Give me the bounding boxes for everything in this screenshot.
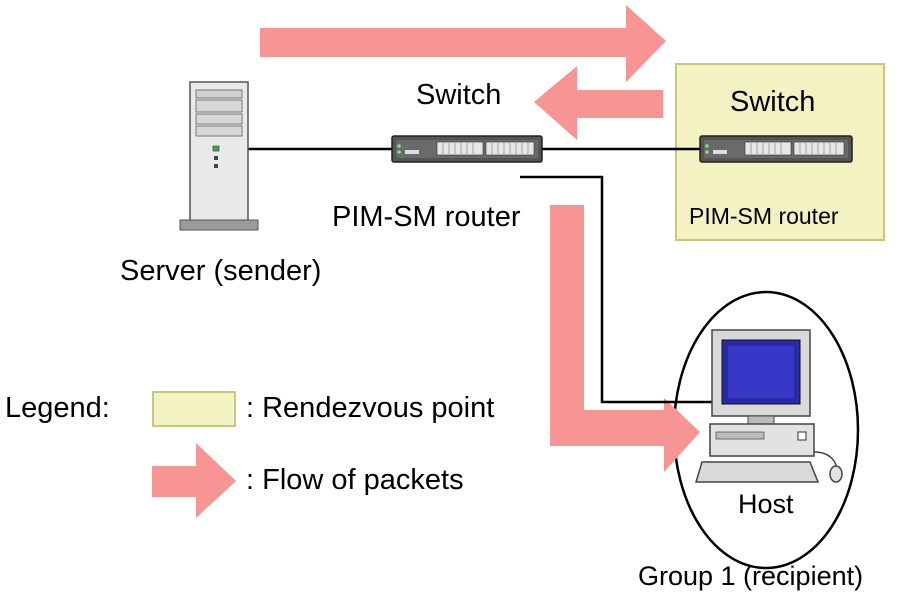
network-switch-icon <box>391 135 543 163</box>
flow-arrow-server-to-rp <box>260 5 666 82</box>
packet-flow-arrows <box>260 5 700 472</box>
legend-flow-arrow <box>152 443 236 518</box>
legend-rendezvous-swatch <box>152 391 236 427</box>
host-label: Host <box>738 489 794 519</box>
flow-arrow-left-switch-to-host <box>550 205 700 472</box>
left-switch-title: Switch <box>416 79 502 111</box>
network-switch-icon <box>699 135 853 163</box>
server-label: Server (sender) <box>120 255 322 287</box>
legend-flow-label: : Flow of packets <box>246 464 464 496</box>
left-switch-subtitle: PIM-SM router <box>332 201 521 233</box>
legend-rendezvous-label: : Rendezvous point <box>246 392 495 424</box>
desktop-computer-icon <box>694 329 843 483</box>
network-links <box>246 147 712 404</box>
flow-arrow-rp-to-left-switch <box>534 66 663 140</box>
link-left-switch-host <box>520 175 712 404</box>
group-label: Group 1 (recipient) <box>638 561 864 591</box>
right-switch-title: Switch <box>730 86 816 118</box>
right-switch-subtitle: PIM-SM router <box>689 203 839 229</box>
server-tower-icon <box>179 81 259 231</box>
legend-title: Legend: <box>5 392 110 424</box>
